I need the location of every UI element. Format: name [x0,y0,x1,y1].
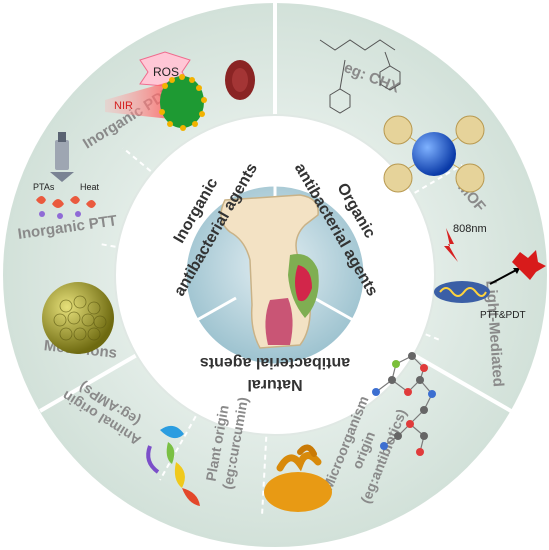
ptas-text: PTAs [33,182,55,192]
curcumin-illustration [264,444,332,512]
light-mediated-illustration: 808nm PTT&PDT [434,223,546,321]
antibiotic-molecule-illustration [372,352,436,456]
laser-wavelength-text: 808nm [453,223,487,235]
ros-text: ROS [153,65,179,79]
nir-text: NIR [114,100,133,112]
natural-title-line2: antibacterial agents [200,354,350,371]
ptt-pdt-text: PTT&PDT [480,310,526,321]
natural-title-line1: Natural [247,376,302,393]
inner-label-natural: Natural antibacterial agents [200,354,350,393]
metal-ions-illustration [42,282,114,354]
pdt-illustration: ROS NIR [105,51,255,131]
bone-joint-illustration [220,194,319,349]
ptt-illustration: PTAs Heat [33,132,100,219]
chx-molecule-illustration [319,39,401,114]
amp-protein-illustration [146,425,200,506]
mof-illustration [383,115,485,193]
heat-text: Heat [80,182,100,192]
